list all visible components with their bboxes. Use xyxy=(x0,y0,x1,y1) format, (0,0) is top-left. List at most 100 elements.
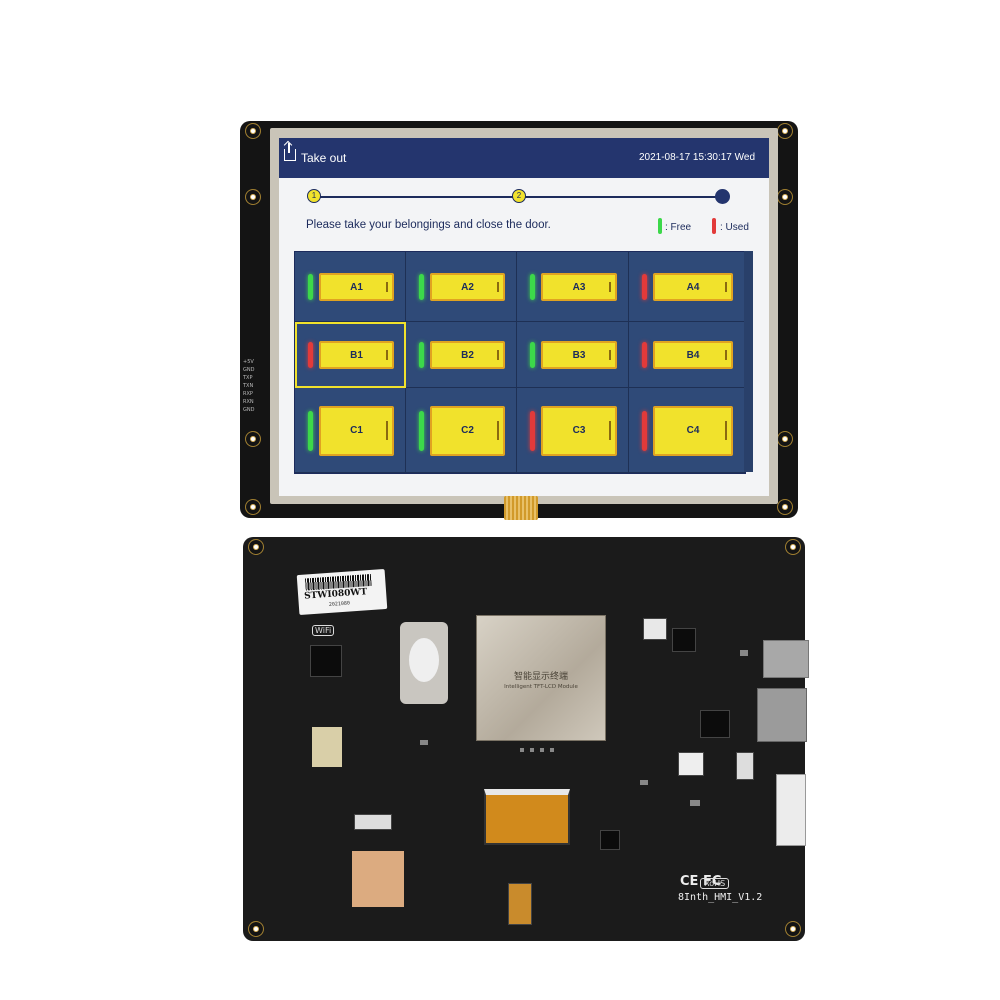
pin-label: RXN xyxy=(243,399,254,405)
door-handle-icon xyxy=(386,350,388,360)
locker-status-led xyxy=(419,410,424,451)
smd-part xyxy=(540,748,544,752)
take-out-label[interactable]: Take out xyxy=(301,151,347,165)
locker-door-button[interactable]: C2 xyxy=(430,405,505,456)
smd-part xyxy=(740,650,748,656)
take-out-icon[interactable] xyxy=(284,143,296,161)
locker-cell[interactable]: B1 xyxy=(295,322,406,388)
locker-door-button[interactable]: B1 xyxy=(319,341,394,369)
mount-hole xyxy=(786,540,800,554)
used-legend-label: : Used xyxy=(720,222,749,233)
connector xyxy=(354,814,392,830)
locker-label: C4 xyxy=(686,425,700,436)
sd-card-slot xyxy=(757,688,807,742)
door-handle-icon xyxy=(609,282,611,292)
top-bar: Take out 2021-08-17 15:30:17 Wed xyxy=(279,138,769,178)
locker-status-led xyxy=(308,410,313,451)
door-handle-icon xyxy=(609,350,611,360)
locker-cell[interactable]: A3 xyxy=(517,252,629,322)
door-handle-icon xyxy=(497,350,499,360)
mount-hole xyxy=(778,124,792,138)
locker-grid-side xyxy=(744,251,753,472)
door-handle-icon xyxy=(725,421,727,440)
progress-line xyxy=(520,196,720,198)
locker-label: B3 xyxy=(572,349,586,361)
locker-status-led xyxy=(419,274,424,300)
locker-door-button[interactable]: B3 xyxy=(541,341,617,369)
mount-hole xyxy=(778,432,792,446)
locker-label: A3 xyxy=(572,281,586,293)
component xyxy=(736,752,754,780)
door-handle-icon xyxy=(386,421,388,440)
locker-status-led xyxy=(419,342,424,368)
switch xyxy=(643,618,667,640)
smd-part xyxy=(690,800,700,806)
step-2: 2 xyxy=(512,189,526,203)
locker-door-button[interactable]: B2 xyxy=(430,341,505,369)
locker-label: C1 xyxy=(350,425,363,436)
flex-cable xyxy=(504,496,538,520)
locker-cell[interactable]: B2 xyxy=(406,322,517,388)
qr-label xyxy=(312,727,342,767)
smd-part xyxy=(640,780,648,785)
locker-cell[interactable]: C2 xyxy=(406,388,517,473)
door-handle-icon xyxy=(725,350,727,360)
locker-door-button[interactable]: B4 xyxy=(653,341,733,369)
connector xyxy=(678,752,704,776)
smd-part xyxy=(530,748,534,752)
locker-cell[interactable]: B4 xyxy=(629,322,745,388)
door-handle-icon xyxy=(497,421,499,440)
serial-sticker: STWI080WT 2021080 xyxy=(296,568,388,616)
module-text-en: Intelligent TFT-LCD Module xyxy=(504,684,578,690)
locker-label: B4 xyxy=(686,349,700,361)
locker-status-led xyxy=(308,274,313,300)
locker-label: A4 xyxy=(686,281,700,293)
sticker-date: 2021080 xyxy=(328,600,351,608)
locker-cell[interactable]: C1 xyxy=(295,388,406,473)
locker-status-led xyxy=(308,342,313,368)
pin-label: TXN xyxy=(243,383,254,389)
locker-door-button[interactable]: C1 xyxy=(319,405,394,456)
locker-door-button[interactable]: C3 xyxy=(541,405,617,456)
locker-cell[interactable]: A1 xyxy=(295,252,406,322)
locker-cell[interactable]: A4 xyxy=(629,252,745,322)
mount-hole xyxy=(249,540,263,554)
datetime: 2021-08-17 15:30:17 Wed xyxy=(638,152,755,163)
locker-door-button[interactable]: A2 xyxy=(430,273,505,301)
lcd-screen: Take out 2021-08-17 15:30:17 Wed 1 2 Ple… xyxy=(279,138,769,496)
mount-hole xyxy=(246,190,260,204)
progress-line xyxy=(320,196,516,198)
instruction-text: Please take your belongings and close th… xyxy=(306,219,551,231)
mount-hole xyxy=(249,922,263,936)
copper-pad xyxy=(352,851,404,907)
locker-door-button[interactable]: A3 xyxy=(541,273,617,301)
ic-chip xyxy=(700,710,730,738)
free-legend-label: : Free xyxy=(665,222,692,233)
mount-hole xyxy=(786,922,800,936)
ic-chip xyxy=(600,830,620,850)
locker-door-button[interactable]: C4 xyxy=(653,405,733,456)
rohs-badge: RoHS xyxy=(700,878,730,889)
step-3 xyxy=(715,189,730,204)
ribbon-connector xyxy=(508,883,532,925)
locker-door-button[interactable]: A4 xyxy=(653,273,733,301)
coin-battery-holder xyxy=(400,622,448,704)
locker-cell[interactable]: A2 xyxy=(406,252,517,322)
module-text-cn: 智能显示终端 xyxy=(513,672,568,682)
smd-part xyxy=(520,748,524,752)
locker-label: B2 xyxy=(461,349,474,361)
wifi-badge: WiFi xyxy=(312,625,335,636)
locker-status-led xyxy=(642,410,647,451)
board-version: 8Inth_HMI_V1.2 xyxy=(678,892,763,903)
locker-cell[interactable]: C3 xyxy=(517,388,629,473)
inductor xyxy=(672,628,696,652)
mount-hole xyxy=(246,124,260,138)
pin-label: RXP xyxy=(243,391,253,397)
mount-hole xyxy=(778,190,792,204)
header-connector xyxy=(776,774,806,846)
locker-label: C2 xyxy=(461,425,474,436)
locker-cell[interactable]: B3 xyxy=(517,322,629,388)
locker-cell[interactable]: C4 xyxy=(629,388,745,473)
locker-door-button[interactable]: A1 xyxy=(319,273,394,301)
